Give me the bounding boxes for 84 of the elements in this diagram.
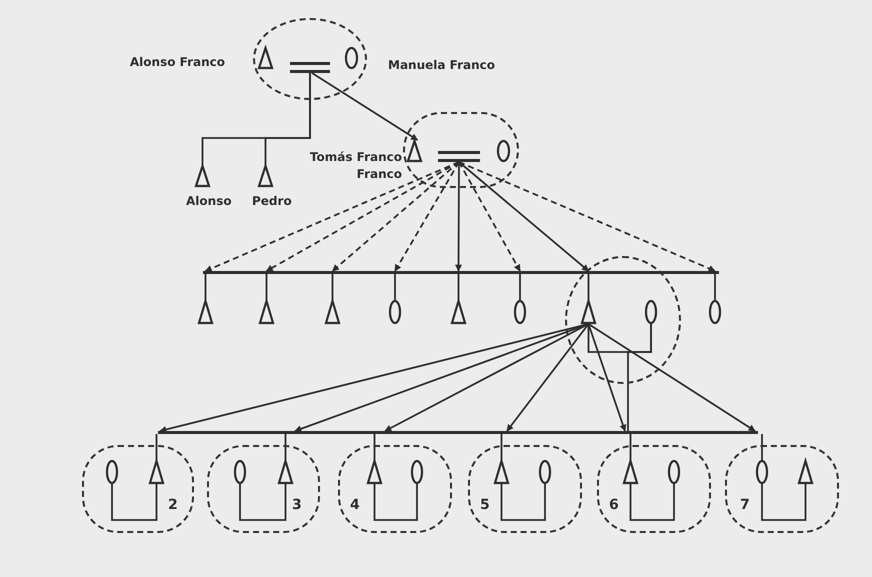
person-name: Alonso <box>186 193 233 210</box>
female-symbol <box>756 460 768 484</box>
household-outline <box>468 445 582 533</box>
male-symbol <box>367 460 382 484</box>
kinship-line <box>630 434 632 460</box>
kinship-line <box>266 274 268 300</box>
household-number: 6 <box>609 497 619 513</box>
person-name: Tomás Franco Franco <box>308 149 402 183</box>
descent-arrow <box>458 162 521 272</box>
male-symbol <box>198 300 213 324</box>
female-symbol <box>709 300 721 324</box>
female-symbol <box>668 460 680 484</box>
female-symbol <box>389 300 401 324</box>
female-symbol <box>411 460 423 484</box>
female-symbol <box>514 300 526 324</box>
female-symbol <box>645 300 657 324</box>
household-number: 3 <box>292 497 302 513</box>
female-symbol <box>106 460 118 484</box>
kinship-line <box>627 324 652 431</box>
kinship-line <box>761 484 806 521</box>
household-outline <box>403 112 519 188</box>
male-symbol <box>258 47 273 69</box>
household-number: 2 <box>168 497 178 513</box>
descent-arrow <box>458 161 590 272</box>
kinship-line <box>374 434 376 460</box>
household-outline <box>597 445 711 533</box>
kinship-line <box>394 274 396 300</box>
household-outline <box>253 18 367 100</box>
descent-arrow <box>588 324 626 432</box>
person-name: Pedro <box>252 193 293 210</box>
male-symbol <box>195 165 210 187</box>
kinship-line <box>111 484 158 521</box>
marriage-sign <box>290 62 330 73</box>
sibling-line <box>203 271 719 274</box>
descent-arrow <box>455 162 462 272</box>
descent-arrow <box>204 161 460 272</box>
household-number: 4 <box>350 497 360 513</box>
female-symbol <box>234 460 246 484</box>
male-symbol <box>258 165 273 187</box>
kinship-line <box>374 484 418 521</box>
kinship-line <box>204 274 206 300</box>
female-symbol <box>497 140 510 162</box>
male-symbol <box>798 460 813 484</box>
male-symbol <box>451 300 466 324</box>
male-symbol <box>623 460 638 484</box>
kinship-line <box>239 484 286 521</box>
person-name: Alonso Franco <box>128 54 225 71</box>
male-symbol <box>494 460 509 484</box>
household-outline <box>82 445 194 533</box>
marriage-sign <box>438 151 480 162</box>
descent-arrow <box>312 72 418 141</box>
kinship-line <box>630 484 675 521</box>
kinship-line <box>500 434 502 460</box>
household-outline <box>725 445 839 533</box>
kinship-line <box>761 434 763 460</box>
male-symbol <box>407 140 422 162</box>
kinship-line <box>714 274 716 300</box>
kinship-line <box>332 274 334 300</box>
kinship-line <box>519 274 521 300</box>
male-symbol <box>581 300 596 324</box>
female-symbol <box>345 47 358 69</box>
kinship-line <box>500 484 546 521</box>
female-symbol <box>539 460 551 484</box>
household-outline <box>207 445 320 533</box>
descent-arrow <box>588 323 756 432</box>
kinship-line <box>156 434 158 460</box>
sibling-line <box>158 431 758 434</box>
descent-arrow <box>394 162 460 272</box>
kinship-line <box>588 274 590 300</box>
household-number: 5 <box>480 497 490 513</box>
kinship-line <box>264 73 311 165</box>
descent-arrow <box>506 323 590 432</box>
male-symbol <box>325 300 340 324</box>
male-symbol <box>259 300 274 324</box>
descent-arrow <box>384 323 589 432</box>
kinship-line <box>284 434 286 460</box>
household-number: 7 <box>740 497 750 513</box>
male-symbol <box>278 460 293 484</box>
male-symbol <box>149 460 164 484</box>
kinship-line <box>458 274 460 300</box>
household-outline <box>338 445 452 533</box>
person-name: Manuela Franco <box>388 57 496 74</box>
descent-arrow <box>332 161 460 272</box>
descent-arrow <box>458 161 716 272</box>
